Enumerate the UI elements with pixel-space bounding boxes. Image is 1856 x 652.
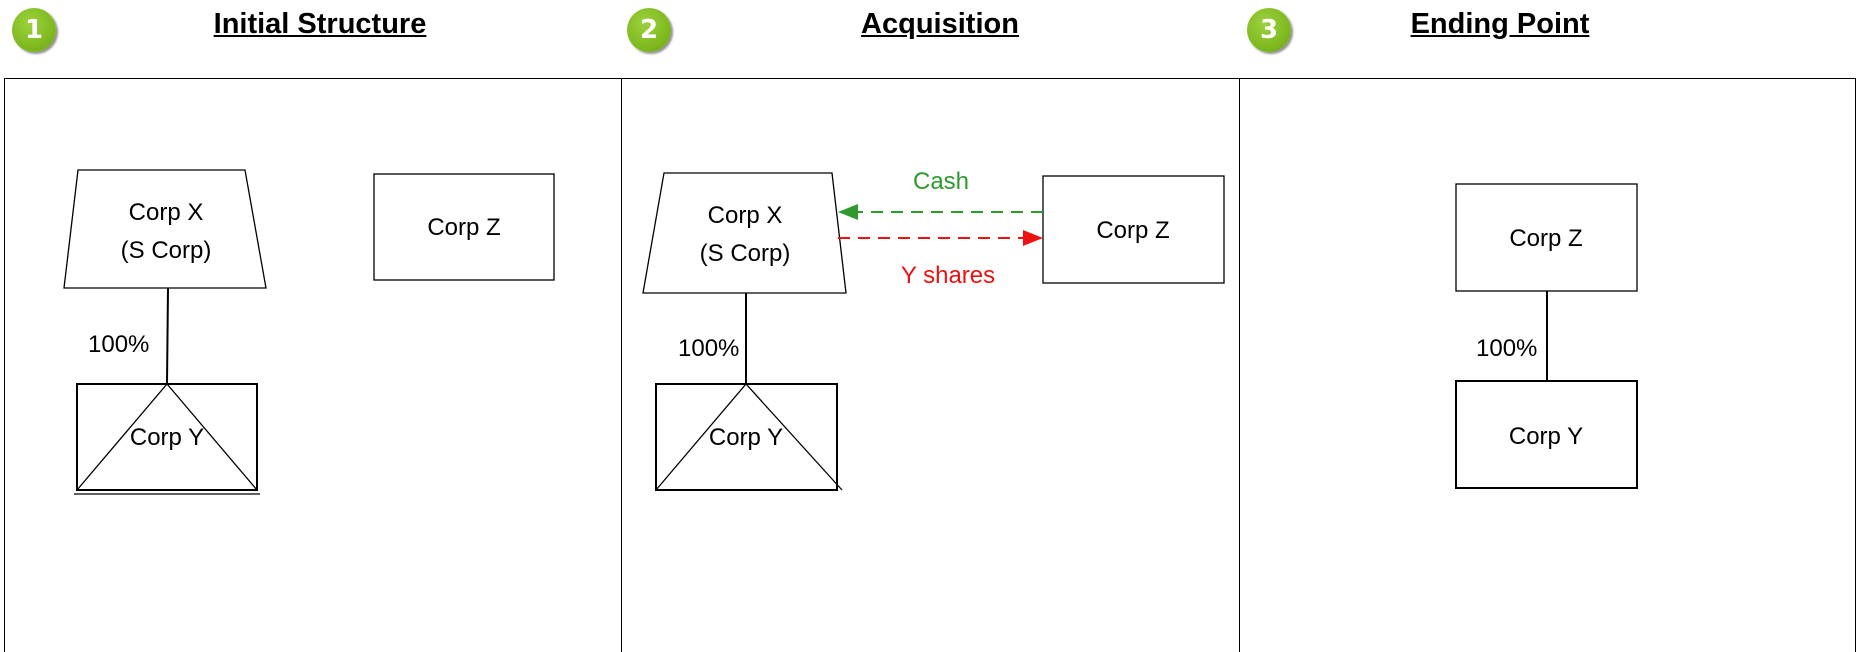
p2-corp-z-node: Corp Z: [1042, 175, 1225, 284]
p2-corp-x-sublabel: (S Corp): [700, 240, 791, 267]
p2-corp-x-label: Corp X: [708, 202, 783, 229]
shares-arrow-head: [1023, 230, 1043, 246]
p2-ownership-label: 100%: [678, 335, 739, 362]
p1-corp-x-sublabel: (S Corp): [121, 237, 212, 264]
step-1-title: Initial Structure: [213, 8, 427, 40]
p2-corp-y-node: Corp Y: [655, 383, 843, 491]
p1-ownership-line: [166, 287, 169, 385]
p3-corp-y-node: Corp Y: [1455, 380, 1638, 489]
step-3-badge: 3: [1247, 8, 1291, 52]
p1-corp-z-label: Corp Z: [427, 214, 500, 241]
p1-corp-y-label: Corp Y: [130, 424, 204, 451]
p3-corp-z-node: Corp Z: [1455, 183, 1638, 292]
p1-corp-x-node: Corp X (S Corp): [63, 169, 267, 289]
step-2-title: Acquisition: [861, 8, 1019, 40]
step-3-title: Ending Point: [1410, 8, 1590, 40]
p3-corp-y-label: Corp Y: [1509, 423, 1583, 450]
p1-corp-z-node: Corp Z: [373, 173, 555, 281]
p2-corp-z-label: Corp Z: [1096, 217, 1169, 244]
step-1-badge: 1: [12, 8, 56, 52]
p3-corp-z-label: Corp Z: [1509, 225, 1582, 252]
p2-corp-x-node: Corp X (S Corp): [642, 172, 847, 294]
p1-ownership-label: 100%: [88, 331, 149, 358]
cash-arrow-head: [838, 204, 858, 220]
cash-label: Cash: [913, 168, 969, 195]
step-2-badge: 2: [627, 8, 671, 52]
p1-corp-x-label: Corp X: [129, 199, 204, 226]
p3-ownership-label: 100%: [1476, 335, 1537, 362]
p2-corp-y-label: Corp Y: [709, 424, 783, 451]
p1-corp-y-node: Corp Y: [74, 382, 260, 495]
shares-label: Y shares: [901, 262, 995, 289]
